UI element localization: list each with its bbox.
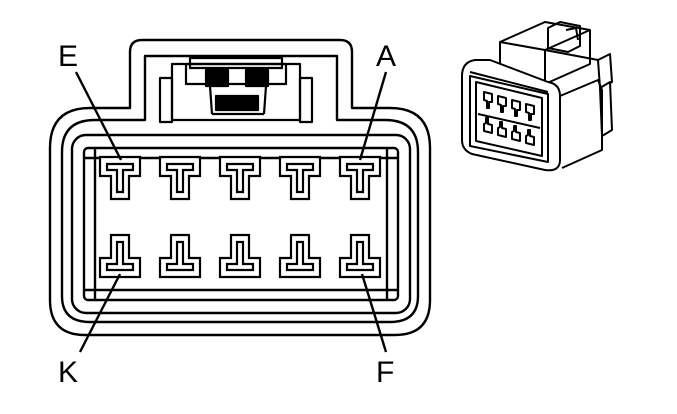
cavity-c (218, 155, 262, 201)
pin-label-k: K (58, 356, 78, 389)
housing-inner-outline (60, 54, 420, 324)
latch (158, 56, 314, 124)
cavity-j (158, 233, 202, 279)
cavity-block (82, 146, 400, 302)
leader-line-e (74, 71, 123, 161)
cavity-b (278, 155, 322, 201)
leader-lines (74, 71, 388, 353)
cavity-d (158, 155, 202, 201)
cavity-f (338, 233, 382, 279)
cavity-k (98, 233, 142, 279)
cavity-row-bottom (98, 233, 382, 279)
pin-label-a: A (376, 40, 396, 73)
pin-label-f: F (376, 356, 394, 389)
leader-line-k (78, 273, 122, 353)
cavity-a (338, 155, 382, 201)
cavity-row-top (98, 155, 382, 201)
housing-outer-outline (48, 38, 432, 337)
connector-isometric-view (461, 21, 613, 172)
face-rim (70, 133, 412, 315)
leader-line-a (358, 71, 388, 161)
cavity-e (98, 155, 142, 201)
cavity-h (218, 233, 262, 279)
leader-line-f (360, 273, 388, 353)
cavity-g (278, 233, 322, 279)
pin-label-e: E (58, 40, 78, 73)
